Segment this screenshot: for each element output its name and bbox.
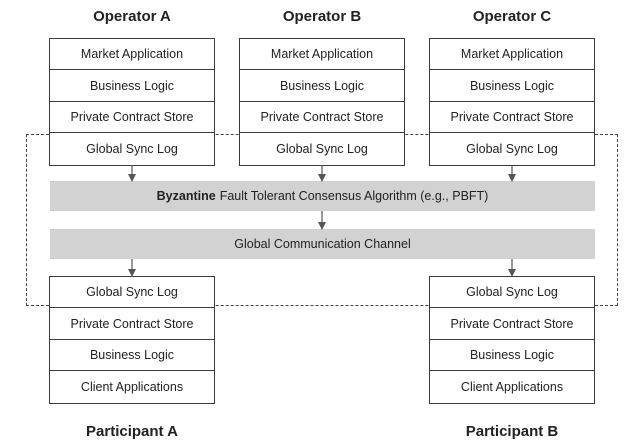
participant-b-layer-client-applications: Client Applications (460, 379, 564, 394)
operator-c-stack: Market Application Business Logic Privat… (429, 38, 595, 166)
operator-c-layer-global-sync-log: Global Sync Log (466, 141, 558, 156)
operator-b-title: Operator B (282, 8, 362, 25)
participant-b-layer-private-contract-store: Private Contract Store (430, 308, 594, 340)
operator-a-layer-private-contract-store: Private Contract Store (50, 102, 214, 134)
operator-b-layer-market-application: Market Application (240, 39, 404, 71)
participant-a-layer-business-logic: Business Logic (50, 340, 214, 372)
operator-a-title: Operator A (93, 8, 171, 25)
operator-b-layer-business-logic: Business Logic (240, 70, 404, 102)
operator-b-stack: Market Application Business Logic Privat… (239, 38, 405, 166)
participant-b-layer-business-logic: Business Logic (430, 340, 594, 372)
participant-a-layer-private-contract-store: Private Contract Store (50, 308, 214, 340)
operator-c-layer-market-application: Market Application (430, 39, 594, 71)
participant-a-stack: Global Sync Log Private Contract Store B… (49, 276, 215, 404)
consensus-band: Byzantine Fault Tolerant Consensus Algor… (50, 181, 595, 211)
operator-b-layer-private-contract-store: Private Contract Store (240, 102, 404, 134)
operator-a-stack: Market Application Business Logic Privat… (49, 38, 215, 166)
consensus-band-bold: Byzantine (156, 189, 216, 203)
participant-a-title: Participant A (86, 423, 178, 440)
consensus-band-text: Fault Tolerant Consensus Algorithm (e.g.… (219, 189, 489, 203)
participant-b-stack: Global Sync Log Private Contract Store B… (429, 276, 595, 404)
participant-b-layer-global-sync-log: Global Sync Log (430, 277, 594, 309)
operator-a-layer-market-application: Market Application (50, 39, 214, 71)
participant-b-title: Participant B (465, 423, 559, 440)
operator-c-title: Operator C (472, 8, 552, 25)
operator-b-layer-global-sync-log: Global Sync Log (276, 141, 368, 156)
operator-a-layer-global-sync-log: Global Sync Log (86, 141, 178, 156)
communication-channel-band: Global Communication Channel (50, 229, 595, 259)
operator-c-layer-business-logic: Business Logic (430, 70, 594, 102)
participant-a-layer-client-applications: Client Applications (80, 379, 184, 394)
operator-a-layer-business-logic: Business Logic (50, 70, 214, 102)
operator-c-layer-private-contract-store: Private Contract Store (430, 102, 594, 134)
participant-a-layer-global-sync-log: Global Sync Log (50, 277, 214, 309)
